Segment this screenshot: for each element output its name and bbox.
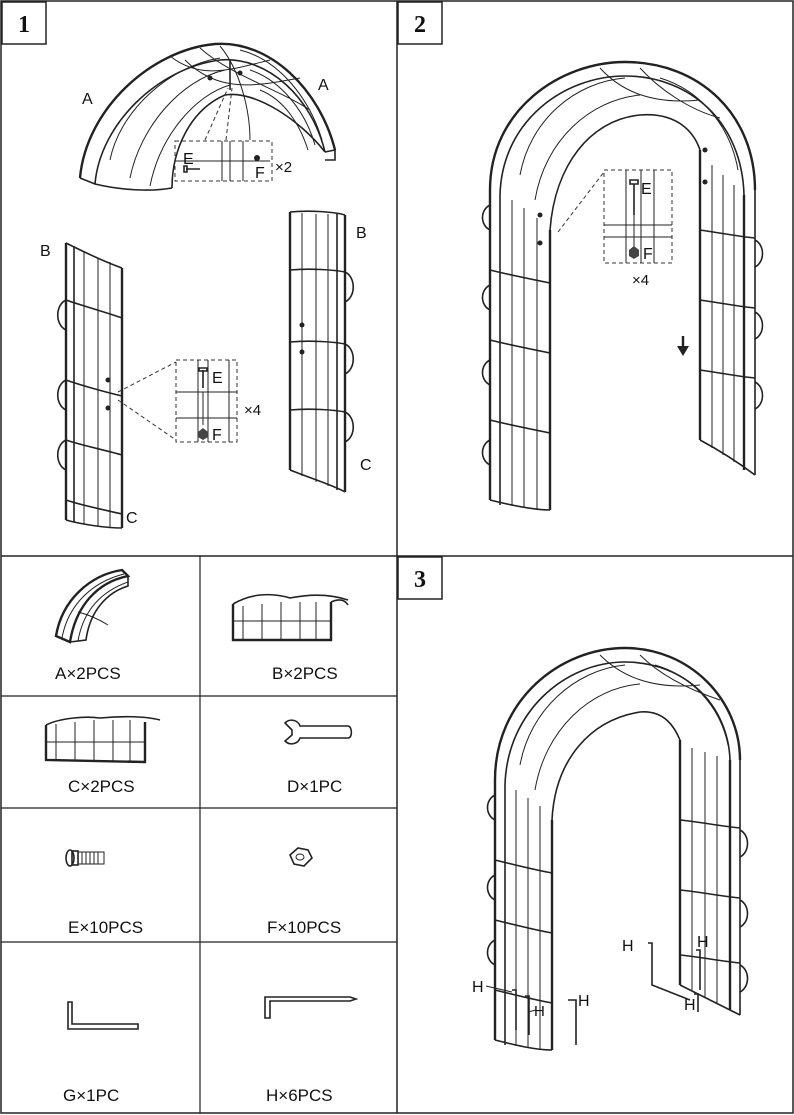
arch-top-icon	[54, 568, 131, 644]
step-2-bolt-label: E	[641, 181, 652, 198]
part-f-label: F×10PCS	[267, 918, 341, 937]
step-1-label-c-left: C	[126, 510, 138, 527]
step-3-stake-label-3: H	[472, 979, 484, 996]
step-3-number: 3	[414, 567, 426, 593]
step-1-top-qty: ×2	[275, 159, 292, 176]
step-1-right-side-panel	[288, 210, 355, 493]
step-1-number: 1	[18, 12, 30, 38]
part-c-label: C×2PCS	[68, 777, 135, 796]
step-1-arch-top-illustration	[78, 42, 337, 191]
step-1-top-nut-label: F	[255, 165, 265, 182]
step-1-label-a-right: A	[318, 77, 329, 94]
part-g-label: G×1PC	[63, 1086, 119, 1105]
step-1-side-qty: ×4	[244, 402, 261, 419]
part-e-label: E×10PCS	[68, 918, 143, 937]
step-1-label-a-left: A	[82, 91, 93, 108]
step-3-installed-arch-illustration	[485, 646, 749, 1051]
ground-stake-icon	[264, 996, 359, 1019]
step-1-top-joint-detail	[174, 87, 273, 182]
step-3-stake-label-5: H	[684, 997, 696, 1014]
step-1-label-c-right: C	[360, 457, 372, 474]
step-1-side-joint-detail	[117, 359, 238, 443]
hex-nut-icon	[289, 847, 313, 867]
step-2-nut-label: F	[643, 246, 653, 263]
step-2-badge: 2	[397, 1, 443, 45]
step-2-number: 2	[414, 12, 426, 38]
allen-key-icon	[67, 1001, 139, 1030]
step-3-stake-label-6: H	[534, 1003, 545, 1020]
step-2-joint-detail	[557, 169, 673, 264]
step-2-assembled-arch-illustration	[481, 60, 764, 511]
step-3-stake-label-2: H	[697, 934, 709, 951]
side-panel-lower-icon	[44, 715, 161, 764]
step-3-stake-label-4: H	[578, 993, 590, 1010]
step-1-label-b-right: B	[356, 225, 367, 242]
step-1-side-bolt-label: E	[212, 370, 223, 387]
wrench-icon	[283, 719, 353, 745]
part-b-label: B×2PCS	[272, 664, 338, 683]
step-2-qty: ×4	[632, 272, 649, 289]
side-panel-upper-icon	[231, 593, 349, 642]
step-3-badge: 3	[397, 556, 443, 600]
parts-list: A×2PCS B×2PCS C×2PCS	[44, 568, 359, 1105]
step-1-side-nut-label: F	[212, 427, 222, 444]
step-1-label-b-left: B	[40, 243, 51, 260]
step-1-left-side-panel	[56, 242, 124, 529]
step-3-stake-label-1: H	[622, 938, 634, 955]
part-d-label: D×1PC	[287, 777, 342, 796]
step-1-top-bolt-label: E	[183, 151, 194, 168]
step-1-badge: 1	[1, 1, 47, 45]
bolt-icon	[65, 849, 105, 867]
part-h-label: H×6PCS	[266, 1086, 333, 1105]
part-a-label: A×2PCS	[55, 664, 121, 683]
